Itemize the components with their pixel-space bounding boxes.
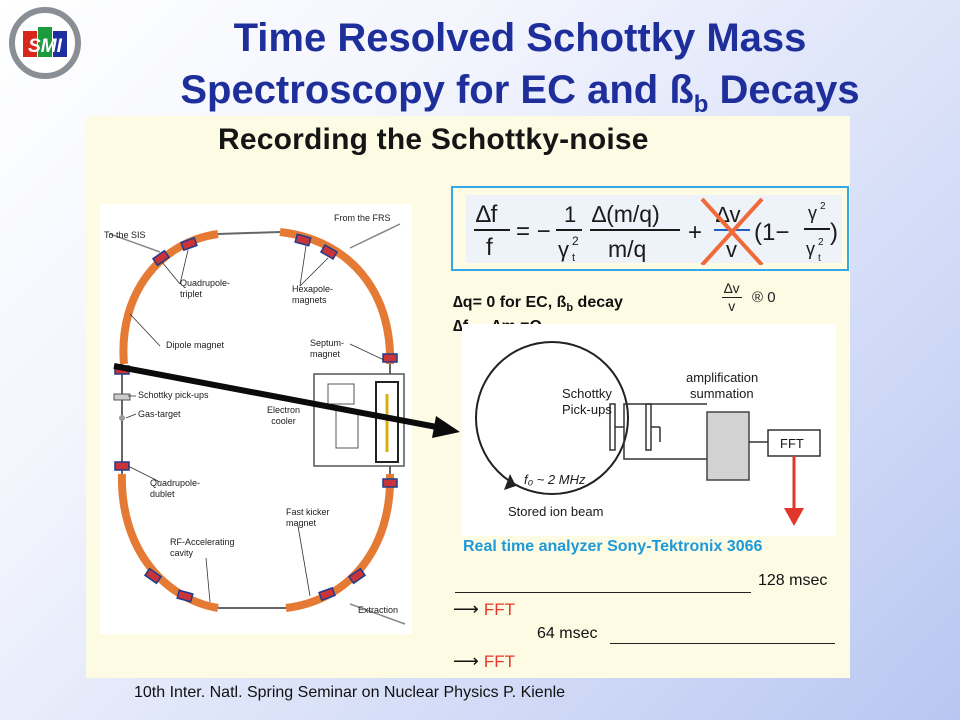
formula-gamma-den-sup: 2 [818,237,824,248]
label-septum-magnet: Septum-magnet [310,338,345,359]
formula-plus: + [688,219,702,246]
magnet-blocks [114,233,398,603]
label-stored-ion-beam: Stored ion beam [508,504,603,519]
analyzer-title: Real time analyzer Sony-Tektronix 3066 [463,538,763,555]
formula-v: v [726,237,737,262]
footer: 10th Inter. Natl. Spring Seminar on Nucl… [134,684,566,701]
label-gas-target: Gas-target [138,409,181,419]
formula-dv: ∆v [716,202,740,227]
label-128-msec: 128 msec [758,572,828,589]
formula-paren-close: ) [830,219,838,246]
label-frequency: f₀ ~ 2 MHz [524,472,586,487]
red-down-arrow [784,508,804,526]
formula-gamma-t-sub: t [572,252,575,264]
ring-arc-top-left [119,230,219,365]
formula-gamma-den-sub: t [818,253,821,264]
row-fft-1: ⟶ FFT [453,599,515,619]
rule-64 [610,643,835,644]
label-64-msec: 64 msec [537,625,598,642]
ring-arc-bottom-left [117,473,219,612]
panel-heading: Recording the Schottky-noise [218,123,649,156]
note-delta-q: ∆q= 0 for EC, ßb decay [453,294,623,315]
amplifier-box [706,411,750,481]
label-quadrupole-dublet: Quadrupole-dublet [150,478,201,499]
formula-paren-open: (1− [754,219,789,246]
side-symbol: ® 0 [752,289,776,306]
formula-gamma-den: γ [806,239,815,259]
label-schottky-pickups: Schottky pick-ups [138,390,209,400]
label-summation: summation [690,386,754,401]
storage-ring-drawing [109,223,406,625]
rule-128 [455,592,751,593]
label-amplification: amplification [686,370,758,385]
formula-gamma-t-sup: 2 [572,234,579,248]
fft-box [767,429,821,457]
connection-arrow [113,363,460,438]
row-fft-2: ⟶ FFT [453,651,515,671]
label-quadrupole-triplet: Quadrupole-triplet [180,278,231,299]
label-extraction: Extraction [358,605,399,615]
logo-text: SMI [28,36,63,57]
label-hexapole-magnets: Hexapole-magnets [292,284,334,305]
formula-f: f [486,234,493,261]
title-line-2-main: Spectroscopy for EC and ß [180,68,694,112]
label-fft-box: FFT [780,436,804,451]
smi-logo: SMI [9,7,81,79]
ring-arc-bottom-right [285,473,395,612]
label-to-sis: To the SIS [104,230,146,240]
formula-one: 1 [564,202,576,227]
formula-gamma-num-sup: 2 [820,201,826,212]
label-schottky-pickups-2: Pick-ups [562,402,612,417]
cross-out-stroke-2 [700,197,764,265]
title-line-2-end: Decays [708,68,860,112]
label-schottky-pickups-1: Schottky [562,386,612,401]
label-from-frs: From the FRS [334,213,391,223]
ion-beam-circle [475,341,629,495]
title-line-2: Spectroscopy for EC and ßb Decays [130,64,910,131]
schottky-formula: ∆f f = − 1 γ 2 t ∆(m/q) m/q + ∆v v (1− γ… [474,197,838,265]
side-fraction: ∆v v [722,280,742,314]
slide-title: Time Resolved Schottky Mass Spectroscopy… [130,12,910,131]
pickup-schematic-drawing: Schottky Pick-ups amplification summatio… [475,341,821,526]
formula-gamma-num: γ [808,203,817,223]
label-dipole-magnet: Dipole magnet [166,340,225,350]
title-subscript: b [693,91,709,118]
formula-gamma-t: γ [558,237,569,262]
formula-mq: m/q [608,236,646,262]
formula-dmq: ∆(m/q) [592,201,660,227]
formula-eq: = − [516,218,551,245]
formula-df: ∆f [476,201,498,228]
title-line-1: Time Resolved Schottky Mass [233,16,807,60]
